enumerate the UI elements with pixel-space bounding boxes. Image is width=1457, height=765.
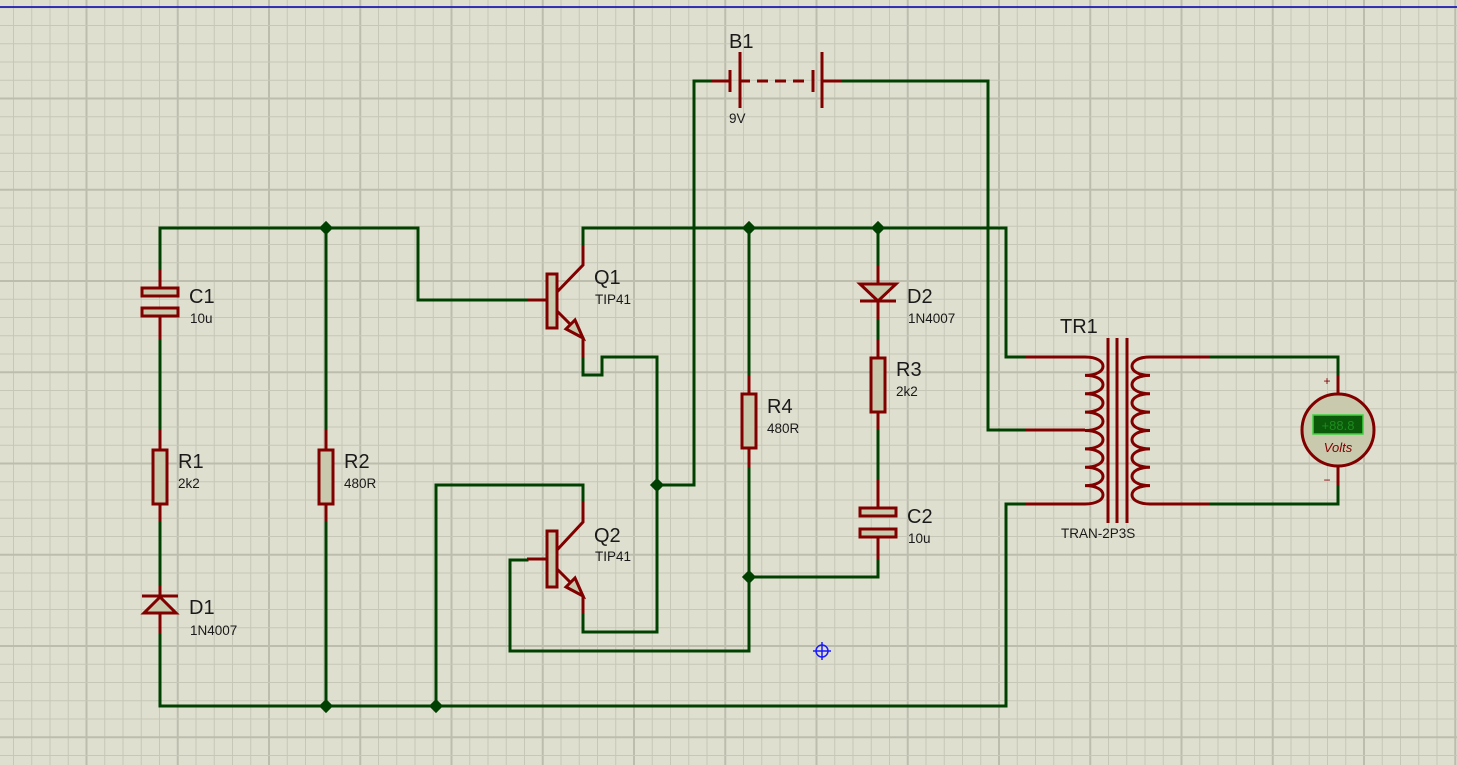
capacitor-c1[interactable]: C1 10u (140, 270, 215, 340)
wire[interactable] (747, 558, 880, 579)
resistor-r3[interactable]: R3 2k2 (869, 340, 922, 430)
c2-value-label: 10u (908, 531, 931, 546)
wire[interactable] (158, 226, 532, 302)
r4-ref-label: R4 (767, 396, 793, 418)
wire[interactable] (434, 483, 585, 708)
transistor-q1[interactable]: Q1 TIP41 (527, 245, 631, 358)
wires (158, 79, 1340, 714)
voltmeter-minus-label: − (1323, 473, 1330, 487)
wire[interactable] (840, 79, 1027, 432)
r2-ref-label: R2 (344, 451, 370, 473)
wire[interactable] (655, 79, 714, 487)
wire[interactable] (581, 226, 1027, 359)
d1-ref-label: D1 (189, 597, 215, 619)
q2-value-label: TIP41 (595, 549, 631, 564)
q1-value-label: TIP41 (595, 292, 631, 307)
d2-ref-label: D2 (907, 286, 933, 308)
q1-ref-label: Q1 (594, 267, 621, 289)
crosshair-cursor-icon (813, 642, 831, 660)
d1-value-label: 1N4007 (190, 623, 237, 638)
r4-value-label: 480R (767, 421, 800, 436)
resistor-r4[interactable]: R4 480R (740, 375, 800, 467)
voltmeter-unit: Volts (1324, 440, 1353, 455)
r1-ref-label: R1 (178, 451, 204, 473)
resistor-r1[interactable]: R1 2k2 (151, 430, 204, 522)
diode-d1[interactable]: D1 1N4007 (140, 585, 237, 638)
wire[interactable] (1208, 483, 1340, 506)
battery-b1[interactable]: B1 9V (712, 31, 842, 126)
wire[interactable] (508, 465, 751, 653)
voltmeter[interactable]: +88.8 Volts + − (1300, 374, 1376, 487)
tr1-ref-label: TR1 (1060, 316, 1098, 338)
diode-d2[interactable]: D2 1N4007 (856, 265, 955, 326)
wire[interactable] (1208, 355, 1340, 377)
wire[interactable] (581, 355, 659, 634)
junction-dot (318, 220, 334, 236)
voltmeter-plus-label: + (1323, 374, 1330, 388)
b1-ref-label: B1 (729, 31, 753, 53)
junction-dot (318, 698, 334, 714)
c1-ref-label: C1 (189, 286, 215, 308)
c2-ref-label: C2 (907, 506, 933, 528)
b1-value-label: 9V (729, 111, 746, 126)
voltmeter-reading: +88.8 (1322, 418, 1355, 433)
r1-value-label: 2k2 (178, 476, 200, 491)
transistor-q2[interactable]: Q2 TIP41 (527, 502, 631, 614)
junction-dot (741, 569, 757, 585)
c1-value-label: 10u (190, 311, 213, 326)
junction-dot (649, 477, 665, 493)
r3-ref-label: R3 (896, 359, 922, 381)
junction-dot (870, 220, 886, 236)
capacitor-c2[interactable]: C2 10u (858, 480, 933, 560)
resistor-r2[interactable]: R2 480R (317, 430, 377, 522)
d2-value-label: 1N4007 (908, 311, 955, 326)
voltmeter-display (1312, 414, 1364, 435)
r3-value-label: 2k2 (896, 384, 918, 399)
tr1-value-label: TRAN-2P3S (1061, 526, 1135, 541)
transformer-tr1[interactable]: TR1 TRAN-2P3S (1025, 316, 1210, 541)
q2-ref-label: Q2 (594, 525, 621, 547)
junction-dot (428, 698, 444, 714)
junction-dot (741, 220, 757, 236)
wire[interactable] (158, 502, 1027, 708)
r2-value-label: 480R (344, 476, 377, 491)
